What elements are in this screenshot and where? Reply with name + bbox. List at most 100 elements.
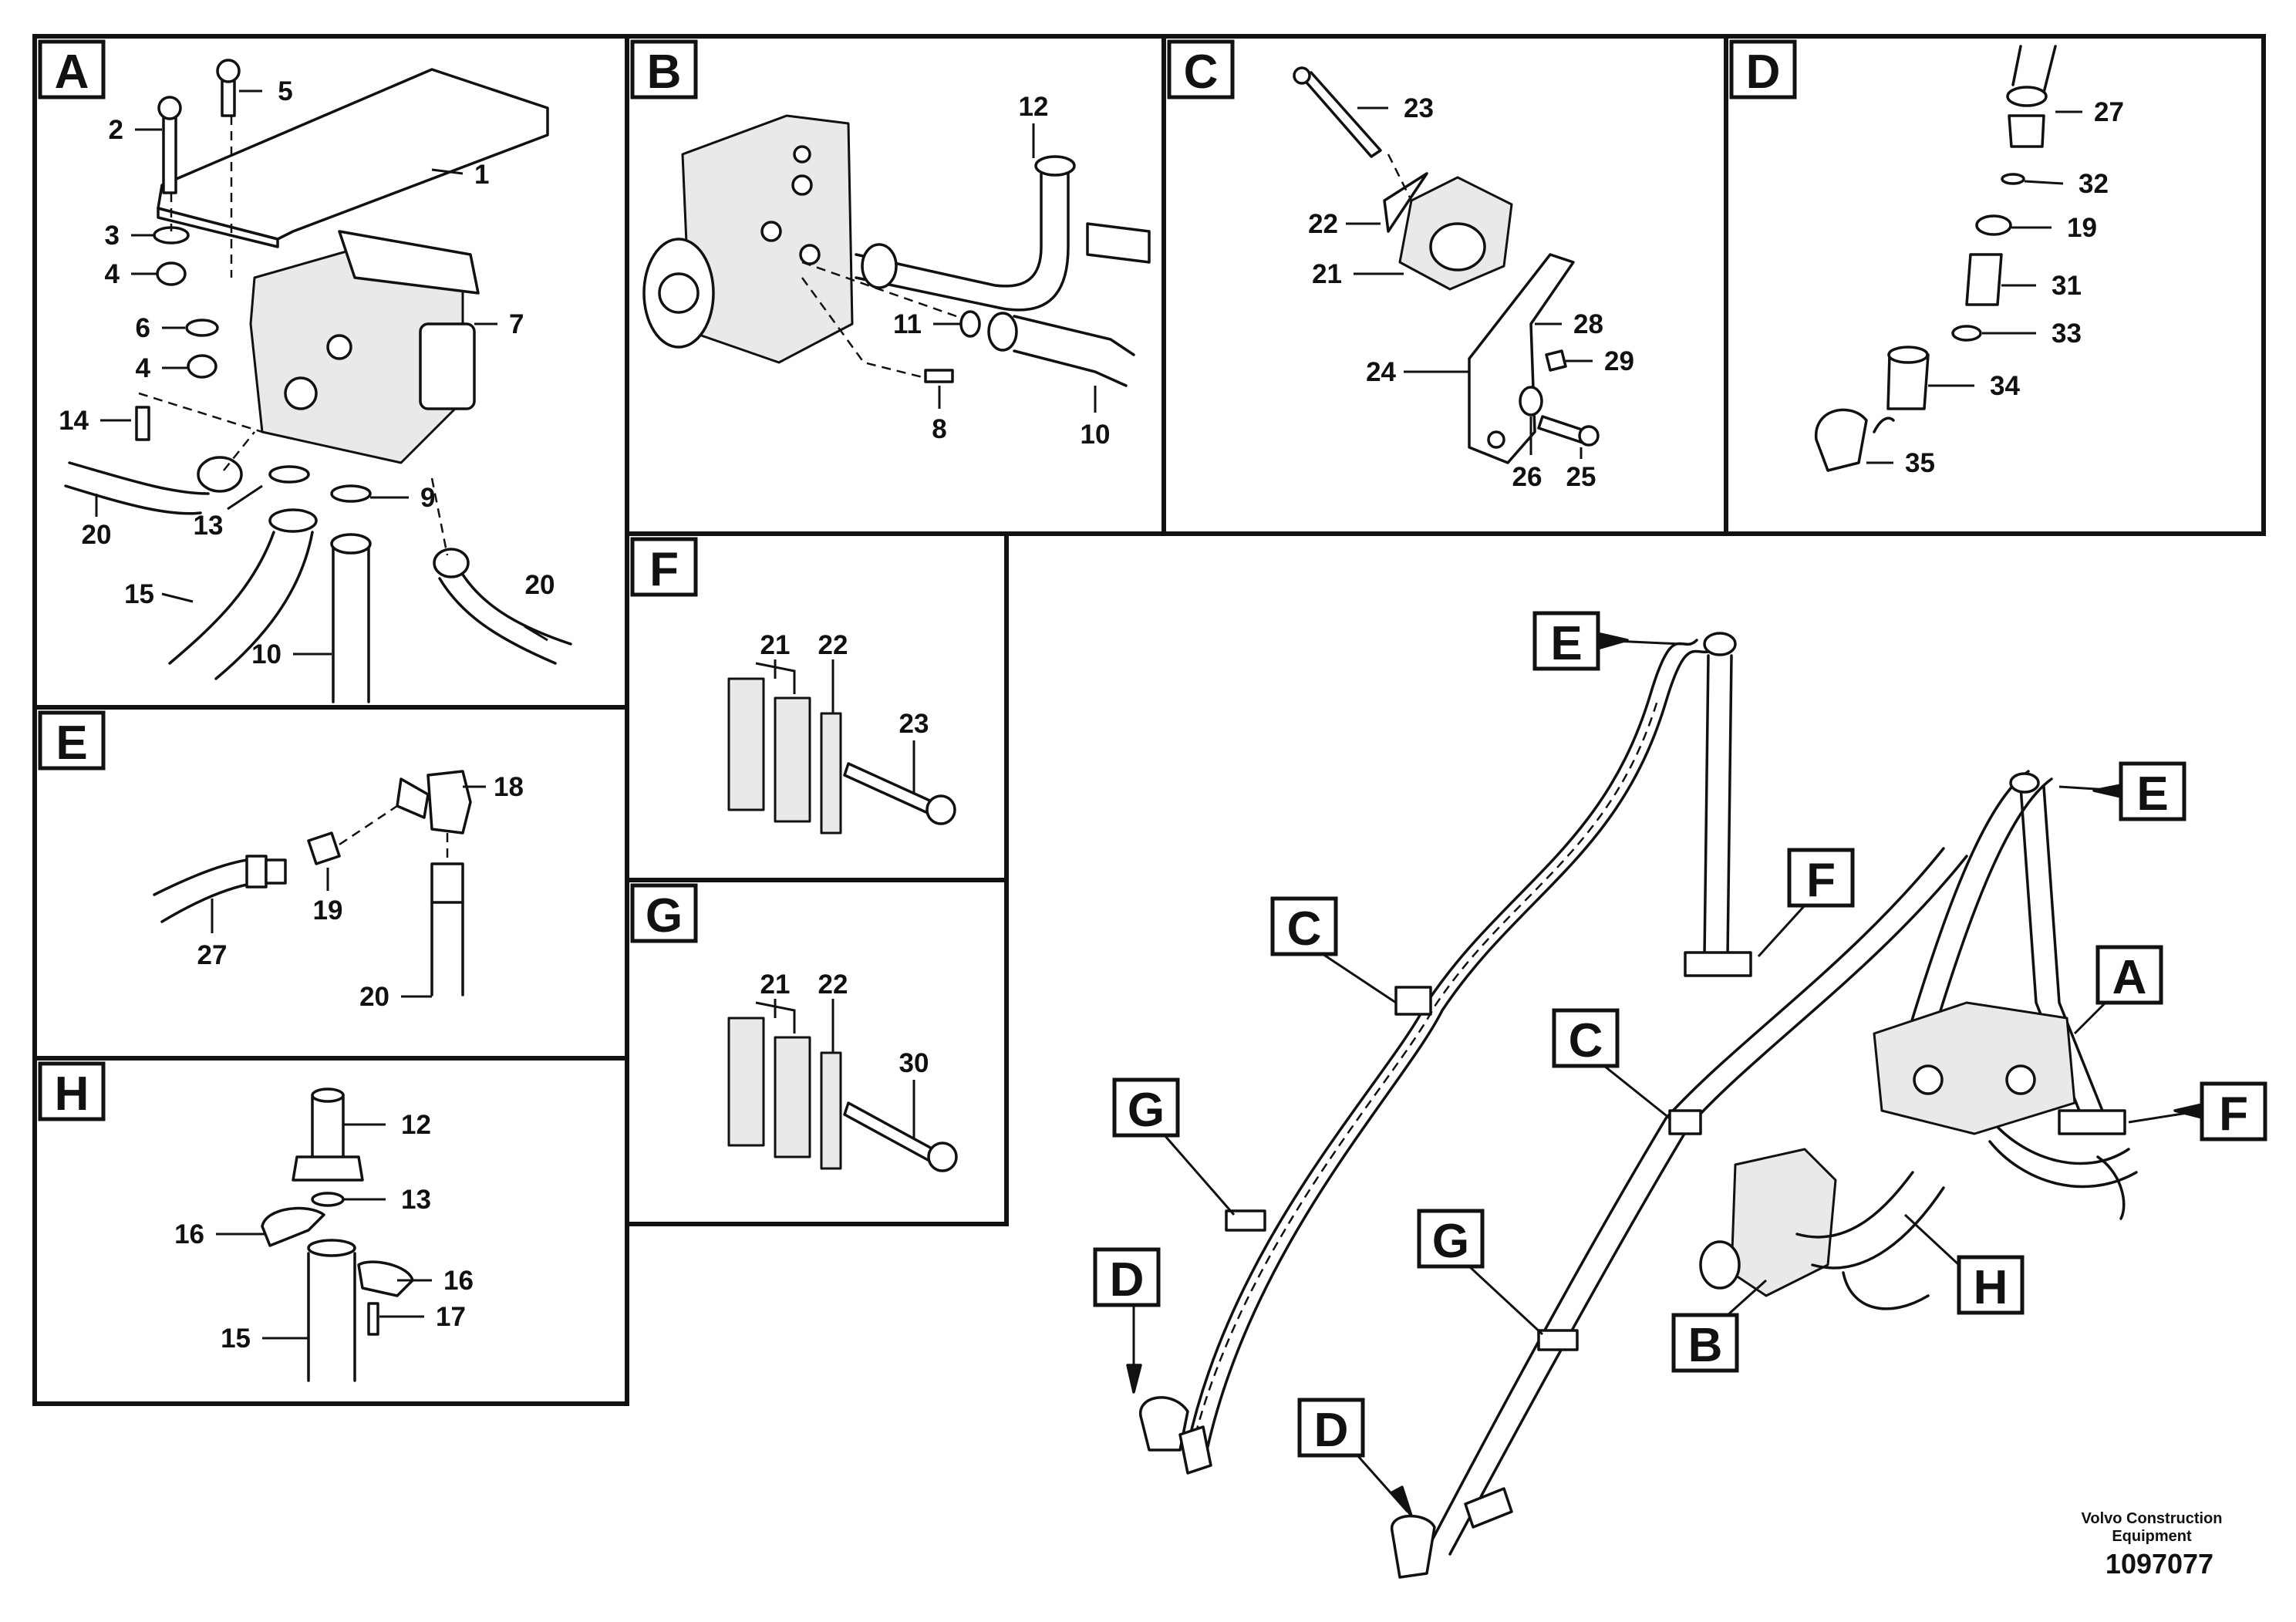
pipe-12 — [855, 168, 1043, 288]
bolt-30 — [843, 1101, 935, 1162]
panel-a: A — [38, 39, 572, 703]
svg-text:H: H — [1974, 1261, 2008, 1314]
dust-cap-35 — [1815, 408, 1868, 472]
svg-text:27: 27 — [2094, 97, 2124, 127]
brand-line-2: Equipment — [2112, 1528, 2192, 1545]
svg-text:1: 1 — [474, 160, 489, 190]
svg-text:D: D — [1110, 1253, 1145, 1307]
svg-text:10: 10 — [251, 639, 282, 669]
panel-b-label: B — [647, 46, 682, 99]
svg-text:20: 20 — [359, 982, 389, 1012]
o-ring-33 — [1951, 325, 1982, 342]
svg-text:3: 3 — [105, 221, 120, 251]
svg-text:13: 13 — [194, 511, 224, 541]
svg-text:21: 21 — [1312, 259, 1342, 289]
svg-text:22: 22 — [818, 630, 848, 660]
clamp-half-21a — [727, 1017, 765, 1147]
svg-text:4: 4 — [105, 259, 120, 289]
svg-text:15: 15 — [221, 1324, 251, 1354]
svg-text:6: 6 — [136, 313, 150, 343]
svg-text:G: G — [1128, 1084, 1165, 1137]
svg-text:16: 16 — [443, 1266, 474, 1296]
bracket-24 — [1468, 253, 1575, 464]
bolt-2 — [162, 106, 177, 194]
svg-text:26: 26 — [1512, 462, 1542, 492]
clamp-half-21a — [727, 677, 765, 811]
bolt-23 — [1300, 71, 1382, 158]
footer: Volvo Construction Equipment 1097077 — [2082, 1510, 2223, 1580]
svg-text:4: 4 — [136, 353, 151, 383]
svg-text:8: 8 — [932, 414, 946, 444]
svg-text:9: 9 — [420, 483, 435, 513]
nut-4b — [187, 354, 217, 379]
panel-b: B 12 11 8 10 — [630, 39, 1151, 450]
drawing-number: 1097077 — [2106, 1548, 2213, 1580]
panel-f-label: F — [649, 543, 679, 596]
o-ring-9 — [330, 484, 372, 503]
svg-text:34: 34 — [1990, 371, 2020, 401]
svg-text:21: 21 — [760, 630, 791, 660]
svg-text:2: 2 — [109, 115, 123, 145]
svg-text:31: 31 — [2052, 271, 2082, 301]
split-flange-16b — [357, 1260, 414, 1297]
overview-tags: E E F F C C A G G D D — [1093, 611, 2267, 1517]
washer-26 — [1519, 386, 1543, 416]
nut-19 — [1975, 214, 2012, 236]
panel-c: C 23 22 21 28 29 24 26 25 — [1167, 39, 1634, 492]
o-ring-13 — [268, 465, 310, 484]
svg-text:19: 19 — [2067, 213, 2097, 243]
svg-text:C: C — [1287, 902, 1322, 956]
nut-29 — [1545, 349, 1567, 372]
svg-text:13: 13 — [401, 1185, 431, 1215]
panel-c-label: C — [1184, 46, 1219, 99]
o-ring-11 — [959, 310, 981, 338]
panel-g: G 21 22 30 — [630, 883, 958, 1172]
overview-assembly — [1138, 632, 2138, 1579]
panel-h-label: H — [55, 1067, 89, 1121]
bolt-8 — [924, 369, 954, 383]
svg-text:E: E — [1550, 617, 1582, 670]
plate-22 — [820, 1051, 842, 1170]
panel-frames — [32, 34, 2266, 1406]
bolt-23 — [843, 762, 935, 815]
bolt-17 — [367, 1302, 379, 1336]
split-flange-16a — [261, 1206, 325, 1247]
svg-text:32: 32 — [2079, 169, 2109, 199]
panel-e: E 18 19 27 20 — [38, 710, 524, 1012]
overview-brake-valve — [1873, 1001, 2076, 1135]
nut-4 — [156, 261, 187, 286]
panel-a-label: A — [55, 46, 89, 99]
svg-text:12: 12 — [401, 1110, 431, 1140]
svg-text:12: 12 — [1019, 92, 1049, 122]
svg-text:33: 33 — [2052, 319, 2082, 349]
svg-text:A: A — [2112, 951, 2147, 1004]
brand-line-1: Volvo Construction — [2082, 1510, 2223, 1527]
svg-text:F: F — [2219, 1088, 2248, 1141]
svg-text:D: D — [1314, 1404, 1349, 1457]
panel-d-label: D — [1746, 46, 1781, 99]
elbow-18 — [426, 770, 472, 835]
adapter-31 — [1965, 253, 2003, 306]
panel-e-label: E — [56, 717, 87, 770]
svg-text:19: 19 — [313, 895, 343, 926]
panel-g-label: G — [646, 889, 683, 943]
flange-12 — [292, 1155, 364, 1182]
panel-f: F 21 22 23 — [630, 537, 956, 835]
svg-text:G: G — [1432, 1215, 1469, 1268]
clamp-half-21b — [774, 1036, 811, 1158]
svg-text:15: 15 — [124, 579, 154, 609]
panel-d: D 27 32 19 31 33 34 35 — [1729, 39, 2124, 478]
svg-text:20: 20 — [525, 570, 555, 600]
svg-text:17: 17 — [436, 1302, 466, 1332]
svg-text:10: 10 — [1081, 420, 1111, 450]
svg-text:11: 11 — [893, 309, 922, 339]
svg-text:35: 35 — [1905, 448, 1935, 478]
panel-h: H 12 13 16 16 17 15 — [38, 1061, 474, 1382]
svg-text:22: 22 — [1308, 209, 1338, 239]
svg-text:30: 30 — [899, 1048, 929, 1078]
plate-22 — [820, 712, 842, 835]
svg-text:23: 23 — [899, 709, 929, 739]
mounting-plate — [157, 68, 549, 241]
svg-text:22: 22 — [818, 969, 848, 1000]
overview-control-valve — [1730, 1148, 1837, 1297]
